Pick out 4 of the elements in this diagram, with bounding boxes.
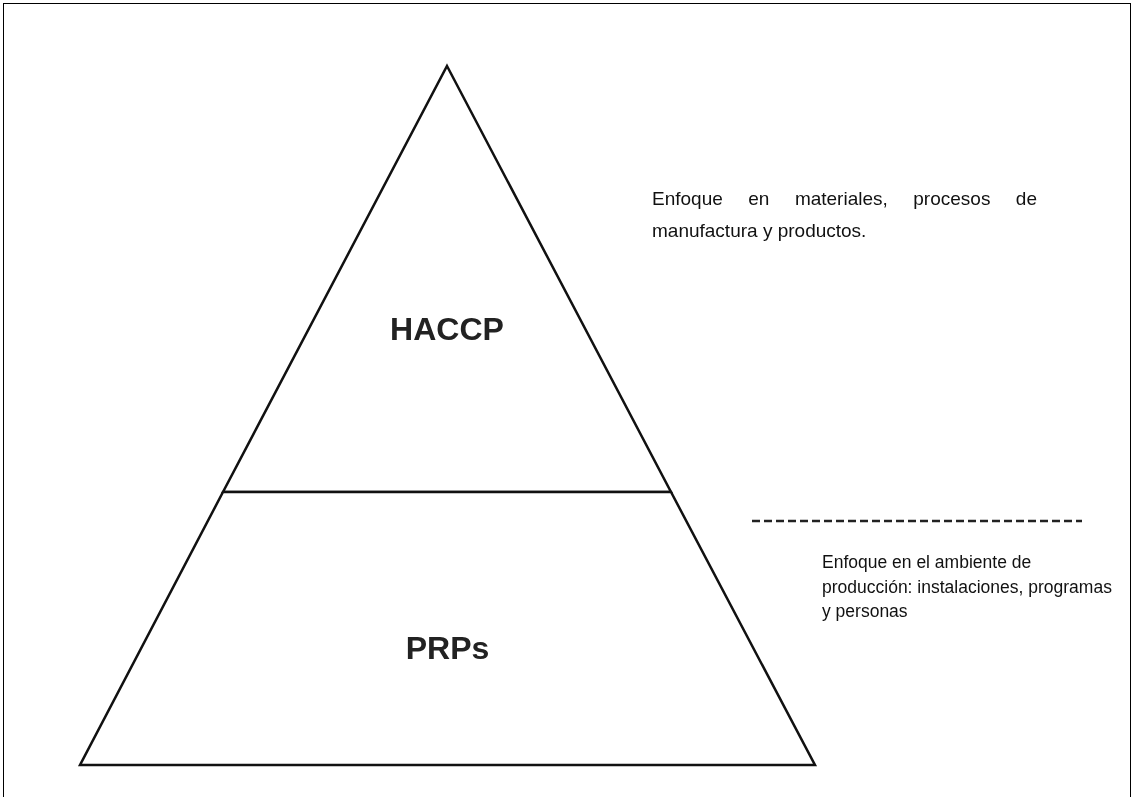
tier-description: Enfoque en materiales, procesos de manufactura y productos. bbox=[652, 187, 1037, 243]
tier-label: HACCP bbox=[390, 310, 504, 348]
tier-label: PRPs bbox=[405, 630, 490, 667]
tier-description: Enfoque en el ambiente de producción: instalaciones, programas y personas bbox=[822, 551, 1113, 623]
